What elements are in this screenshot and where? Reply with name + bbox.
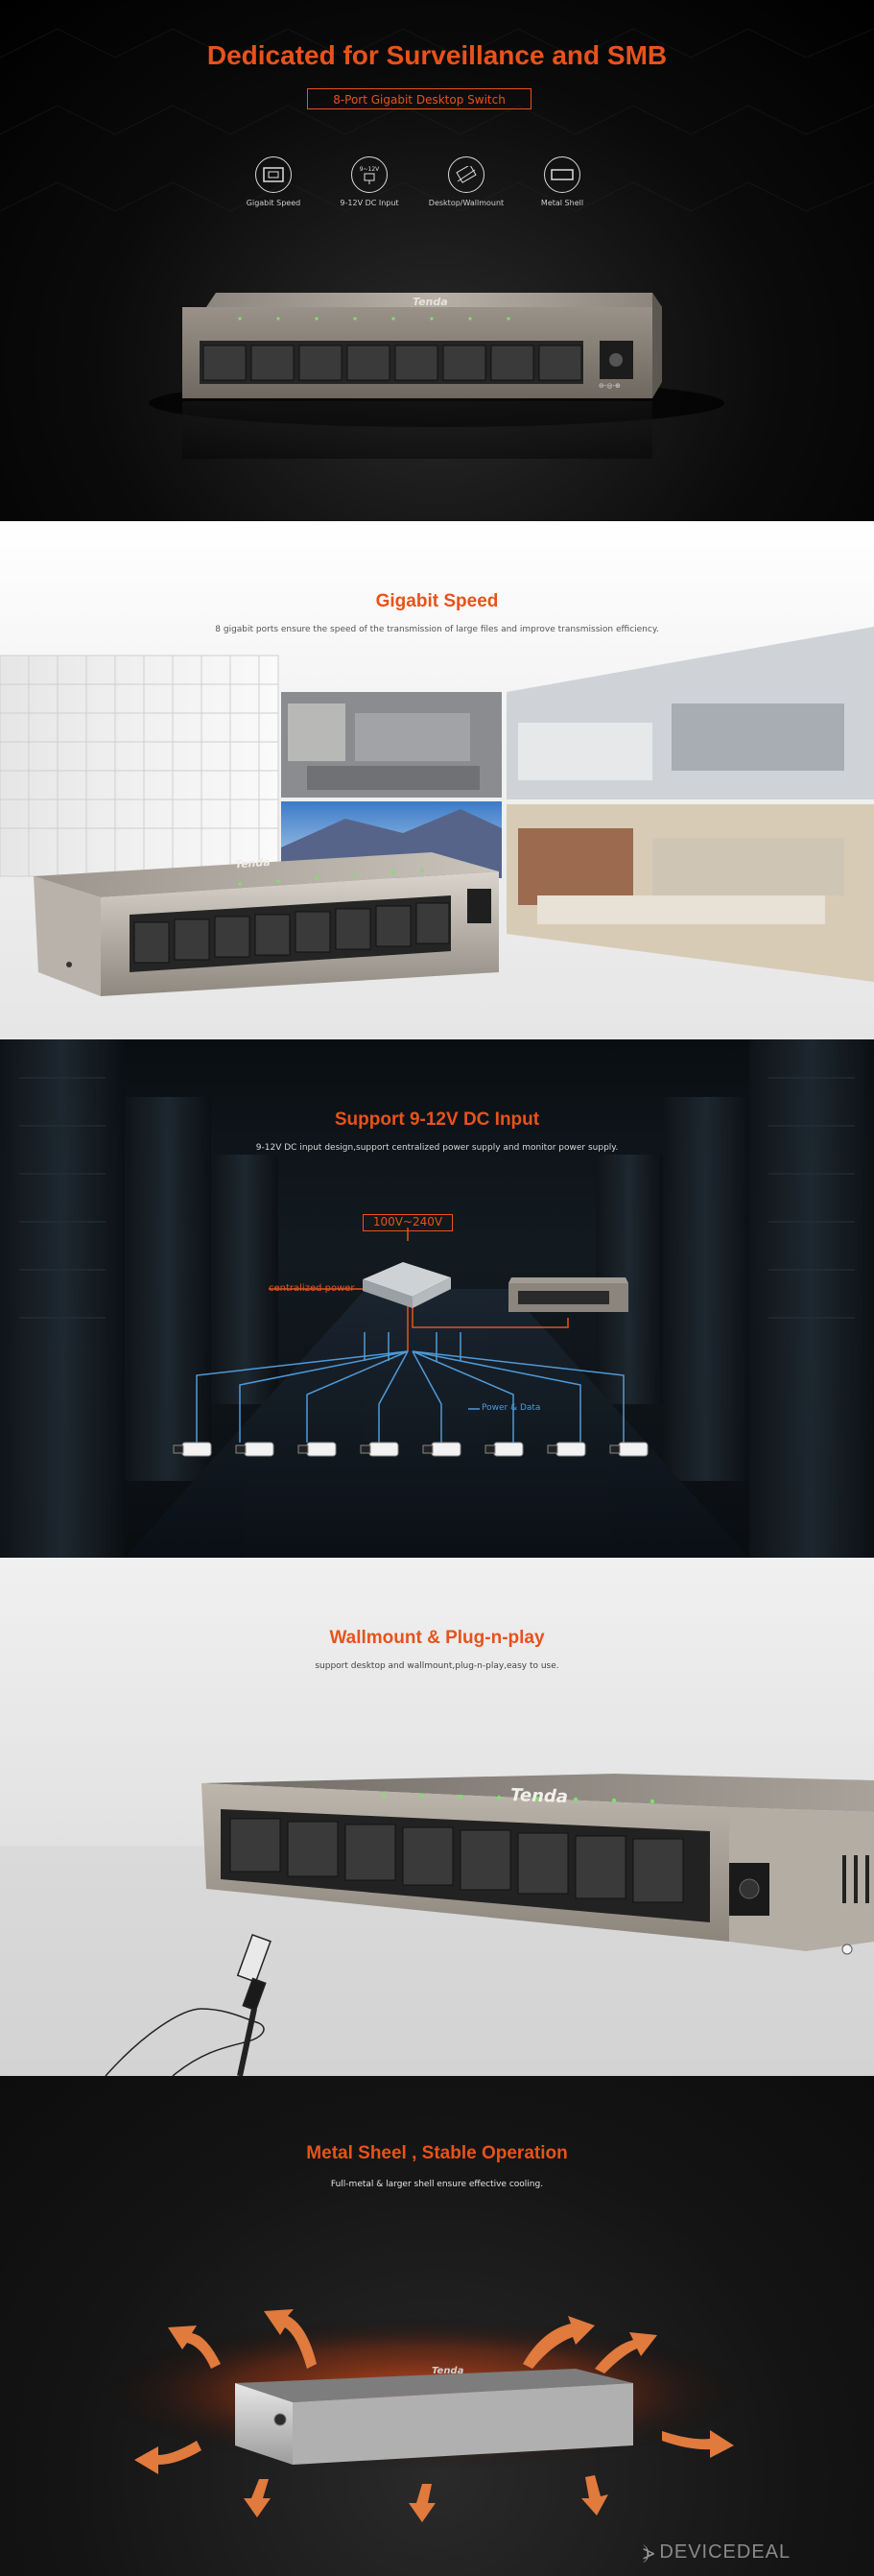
- gigabit-description: 8 gigabit ports ensure the speed of the …: [215, 625, 659, 634]
- feature-label: Desktop/Wallmount: [428, 199, 505, 207]
- voltage-label: 100V~240V: [363, 1214, 453, 1231]
- feature-label: 9-12V DC Input: [340, 199, 399, 207]
- hero-subtitle-box: 8-Port Gigabit Desktop Switch: [307, 88, 531, 109]
- hand-with-cable-illustration: [105, 1933, 272, 2076]
- dc-input-title: Support 9-12V DC Input: [334, 1109, 540, 1130]
- feature-label: Metal Shell: [540, 199, 584, 207]
- dc-plug-icon: 9~12V: [351, 156, 388, 193]
- feature-label: Gigabit Speed: [246, 199, 301, 207]
- hero-dc-label: ⊖-◎-⊕: [599, 382, 621, 390]
- gigabit-brand-logo: Tenda: [234, 855, 272, 871]
- dc-input-description: 9-12V DC input design,support centralize…: [255, 1143, 619, 1153]
- gigabit-speed-section: Tenda Gigabit Speed 8 gigabit ports ensu…: [0, 521, 874, 1039]
- hero-switch-image: [149, 293, 724, 459]
- wallmount-switch-image: [201, 1774, 874, 1955]
- metal-shell-section: Tenda Metal Sheel , Stable Operation Ful…: [0, 2076, 874, 2576]
- camera-icon: [360, 1442, 399, 1457]
- metal-title: Metal Sheel , Stable Operation: [306, 2143, 568, 2163]
- dc-input-section: Support 9-12V DC Input 9-12V DC input de…: [0, 1039, 874, 1558]
- centralized-power-label: centralized power: [269, 1283, 355, 1294]
- wallmount-scene: [0, 1774, 874, 2076]
- wallmount-brand-logo: Tenda: [509, 1784, 569, 1808]
- gigabit-switch-image: [34, 852, 499, 996]
- watermark-text: DEVICEDEAL: [659, 2540, 791, 2563]
- scene-photos: [281, 627, 874, 982]
- desktop-wallmount-icon: [448, 156, 484, 193]
- wallmount-section: Tenda Wallmount & Plug-n-play support de…: [0, 1558, 874, 2076]
- gigabit-background-scene: [0, 627, 874, 996]
- server-racks: [0, 1039, 874, 1558]
- feature-gigabit: Gigabit Speed: [225, 156, 321, 207]
- metal-shell-scene: [96, 2309, 748, 2522]
- dc-switch-image: [508, 1277, 628, 1312]
- devicedeal-watermark: ⦔ DEVICEDEAL: [643, 2540, 791, 2564]
- camera-icon: [297, 1442, 337, 1457]
- power-data-legend: Power & Data: [482, 1403, 541, 1413]
- camera-icon: [484, 1442, 524, 1457]
- hero-subtitle: 8-Port Gigabit Desktop Switch: [333, 93, 506, 107]
- wallmount-description: support desktop and wallmount,plug-n-pla…: [315, 1661, 559, 1671]
- cameras: [173, 1442, 649, 1457]
- camera-icon: [422, 1442, 461, 1457]
- feature-wallmount: Desktop/Wallmount: [418, 156, 514, 207]
- metal-brand-logo: Tenda: [432, 2366, 464, 2376]
- wallmount-title: Wallmount & Plug-n-play: [329, 1628, 545, 1648]
- camera-icon: [173, 1442, 212, 1457]
- centralized-power-supply: [363, 1262, 451, 1308]
- power-lines: [269, 1228, 569, 1351]
- camera-icon: [547, 1442, 586, 1457]
- hero-section: Dedicated for Surveillance and SMB 8-Por…: [0, 0, 874, 521]
- hero-brand-logo: Tenda: [413, 296, 448, 308]
- power-and-data-lines: [196, 1332, 625, 1443]
- metal-description: Full-metal & larger shell ensure effecti…: [330, 2180, 544, 2189]
- server-room-diagram: [0, 1039, 874, 1558]
- metal-box-icon: [544, 156, 580, 193]
- hero-title: Dedicated for Surveillance and SMB: [206, 40, 668, 70]
- metal-switch-image: [235, 2369, 633, 2465]
- camera-icon: [609, 1442, 649, 1457]
- feature-dc-input: 9~12V 9-12V DC Input: [321, 156, 417, 207]
- ethernet-port-icon: [255, 156, 292, 193]
- devicedeal-logo-icon: ⦔: [643, 2540, 656, 2564]
- feature-metal-shell: Metal Shell: [514, 156, 610, 207]
- heat-dissipation-arrows: [134, 2309, 734, 2522]
- gigabit-title: Gigabit Speed: [375, 591, 499, 611]
- hero-background-pattern: [0, 28, 874, 459]
- camera-icon: [235, 1442, 274, 1457]
